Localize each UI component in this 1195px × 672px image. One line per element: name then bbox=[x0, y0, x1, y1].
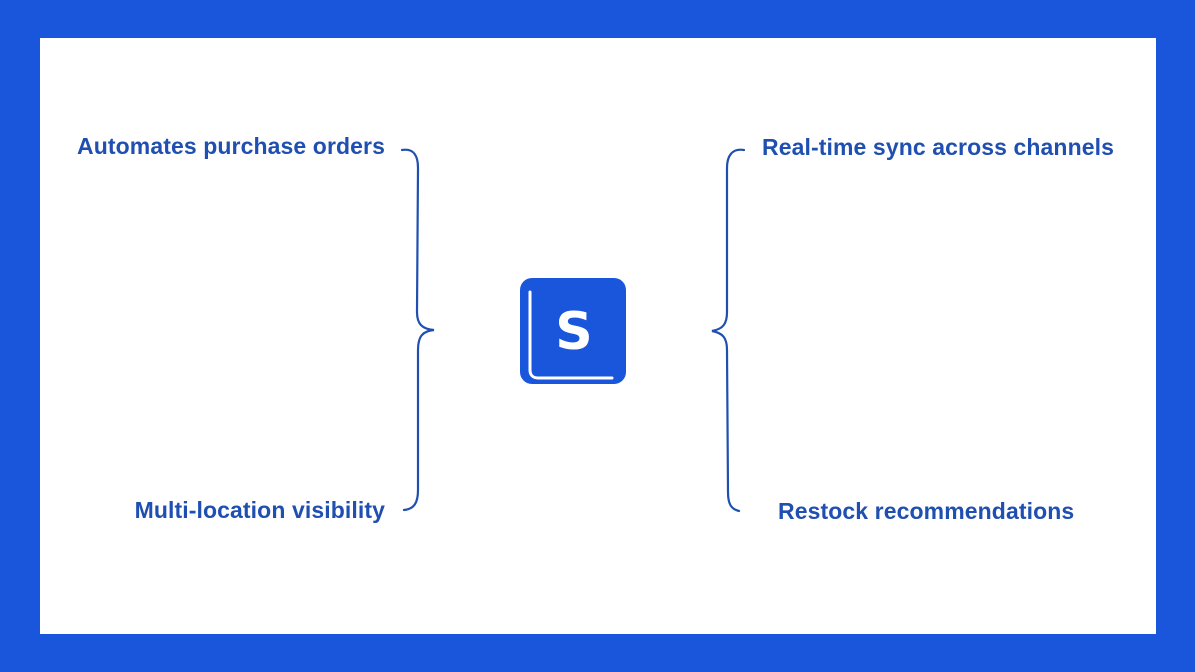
feature-multi-location-visibility: Multi-location visibility bbox=[134, 497, 385, 523]
feature-automates-purchase-orders: Automates purchase orders bbox=[77, 133, 385, 159]
feature-real-time-sync: Real-time sync across channels bbox=[762, 134, 1114, 160]
logo-letter: S bbox=[555, 302, 592, 362]
s-logo-icon: S bbox=[520, 278, 626, 384]
feature-restock-recommendations: Restock recommendations bbox=[778, 498, 1075, 524]
